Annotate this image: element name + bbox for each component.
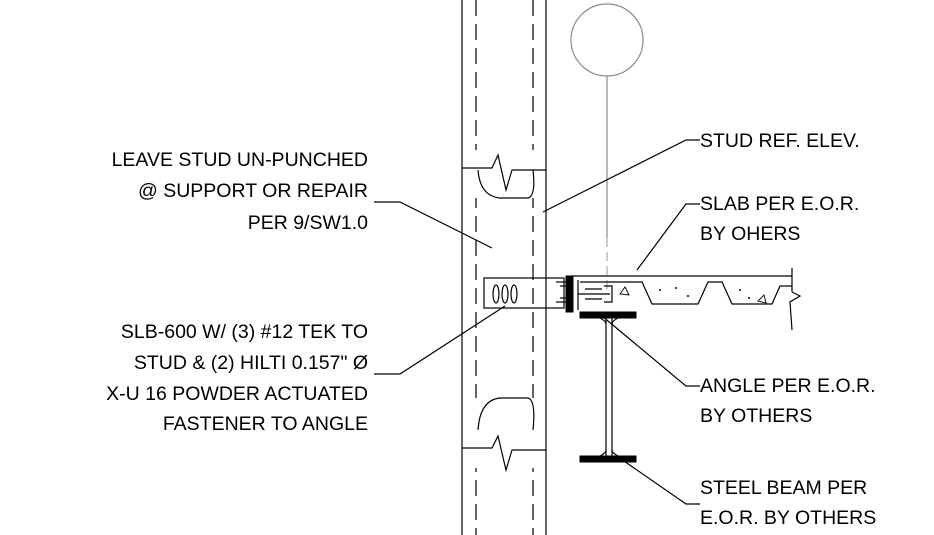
concrete-slab-on-deck (570, 268, 802, 331)
slb-connector (483, 277, 570, 309)
callout-line: LEAVE STUD UN-PUNCHED (112, 149, 368, 171)
callout-stud-ref-elev: STUD REF. ELEV. (700, 130, 860, 152)
callout-line: FASTENER TO ANGLE (163, 413, 368, 435)
callout-line: @ SUPPORT OR REPAIR (138, 180, 368, 202)
leader-steel-beam (620, 458, 700, 505)
callout-line: SLB-600 W/ (3) #12 TEK TO (121, 321, 368, 343)
callout-slab: SLAB PER E.O.R. BY OHERS (700, 193, 859, 245)
section-reference-bubble (570, 3, 644, 292)
callout-line: BY OTHERS (700, 405, 812, 427)
leader-leave-stud (374, 201, 493, 249)
callout-leave-stud: LEAVE STUD UN-PUNCHED @ SUPPORT OR REPAI… (112, 149, 369, 234)
callout-line: BY OHERS (700, 223, 800, 245)
steel-beam (579, 311, 637, 463)
leader-angle (601, 315, 700, 387)
callout-line: STEEL BEAM PER (700, 477, 867, 499)
leader-slb-connector (374, 305, 506, 375)
clip-angle (565, 275, 579, 313)
callout-line: E.O.R. BY OTHERS (700, 507, 876, 529)
leader-slab (636, 203, 700, 271)
callout-slb-connector: SLB-600 W/ (3) #12 TEK TO STUD & (2) HIL… (106, 321, 368, 435)
stud-break-bottom (462, 397, 546, 473)
callout-line: STUD & (2) HILTI 0.157" Ø (134, 352, 368, 374)
stud-break-top (462, 150, 546, 199)
callout-line: SLAB PER E.O.R. (700, 193, 859, 215)
callout-line: ANGLE PER E.O.R. (700, 375, 876, 397)
powder-actuated-fastener-icon (578, 285, 613, 303)
callout-line: PER 9/SW1.0 (248, 212, 368, 234)
concrete-aggregate-marks (619, 286, 767, 304)
callout-angle: ANGLE PER E.O.R. BY OTHERS (700, 375, 876, 427)
leader-stud-ref-elev (542, 139, 700, 213)
callout-steel-beam: STEEL BEAM PER E.O.R. BY OTHERS (700, 477, 876, 529)
callout-line: X-U 16 POWDER ACTUATED (106, 383, 368, 405)
connector-slot-icon (492, 284, 518, 304)
